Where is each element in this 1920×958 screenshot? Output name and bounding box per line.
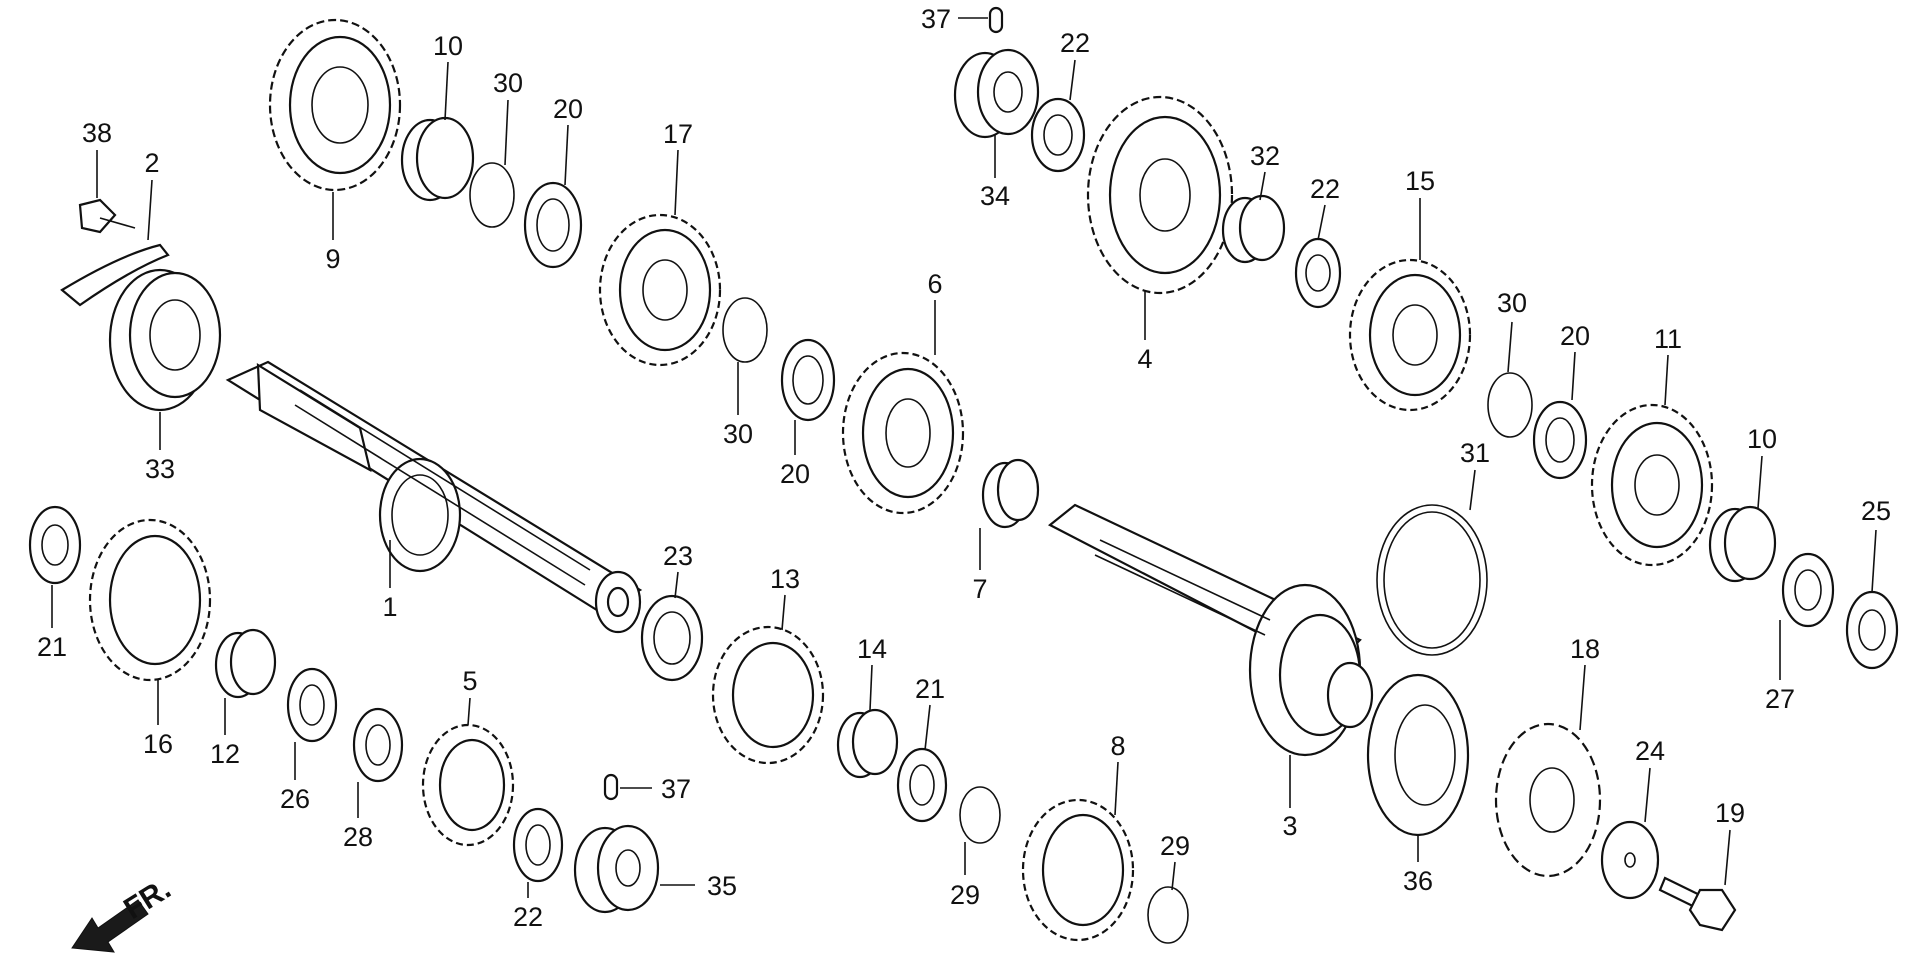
main-shaft-part bbox=[225, 360, 643, 634]
callout-label: 15 bbox=[1405, 166, 1435, 196]
callout-label: 35 bbox=[707, 871, 737, 901]
dowel-pin-37-top-part bbox=[988, 6, 1004, 34]
callout-label: 4 bbox=[1137, 344, 1152, 374]
needle-bearing-32-part bbox=[1221, 194, 1286, 264]
bolt-19-part bbox=[1658, 876, 1737, 932]
callout-label: 37 bbox=[661, 774, 691, 804]
callout-label: 23 bbox=[663, 541, 693, 571]
callout-label: 26 bbox=[280, 784, 310, 814]
bracket-2-part bbox=[60, 243, 170, 307]
callout-label: 30 bbox=[493, 68, 523, 98]
callout-label: 2 bbox=[144, 148, 159, 178]
gear-16-part bbox=[88, 518, 212, 682]
washer-21-left-part bbox=[28, 505, 82, 585]
gear-13-part bbox=[711, 625, 825, 765]
callout-label: 37 bbox=[921, 4, 951, 34]
callout-label: 16 bbox=[143, 729, 173, 759]
oil-seal-36-part bbox=[1366, 673, 1470, 837]
callout-label: 8 bbox=[1110, 731, 1125, 761]
circlip-30-part bbox=[469, 162, 515, 228]
callout-label: 12 bbox=[210, 739, 240, 769]
front-direction-arrow: FR. bbox=[71, 872, 177, 953]
callout-label: 34 bbox=[980, 181, 1010, 211]
callout-label: 14 bbox=[857, 634, 887, 664]
callout-label: 6 bbox=[927, 269, 942, 299]
callout-label: 20 bbox=[1560, 321, 1590, 351]
washer-25-part bbox=[1845, 590, 1899, 670]
lock-washer-26-part bbox=[286, 667, 338, 743]
callout-label: 20 bbox=[553, 94, 583, 124]
callout-label: 36 bbox=[1403, 866, 1433, 896]
needle-bearing-10-part bbox=[400, 116, 475, 202]
gear-6-part bbox=[841, 351, 965, 515]
gear-17-part bbox=[598, 213, 722, 367]
callout-label: 22 bbox=[1060, 28, 1090, 58]
circlip-29-bottom-part bbox=[1147, 886, 1189, 944]
bearing-34-part bbox=[953, 48, 1040, 139]
callout-label: 21 bbox=[915, 674, 945, 704]
gear-8-part bbox=[1021, 798, 1135, 942]
countershaft-part bbox=[1047, 503, 1374, 757]
washer-20-part bbox=[523, 181, 583, 269]
callout-label: 3 bbox=[1282, 811, 1297, 841]
callout-label: 17 bbox=[663, 119, 693, 149]
lock-washer-27-part bbox=[1781, 552, 1835, 628]
callout-label: 38 bbox=[82, 118, 112, 148]
washer-23-part bbox=[640, 594, 704, 682]
callout-label: 13 bbox=[770, 564, 800, 594]
plate-24-part bbox=[1600, 820, 1660, 900]
washer-20-right-part bbox=[1532, 400, 1588, 480]
gear-15-part bbox=[1348, 258, 1472, 412]
callout-labels: 37 22 34 4 32 22 15 30 20 11 10 25 bbox=[37, 4, 1891, 932]
callout-label: 19 bbox=[1715, 798, 1745, 828]
bearing-33-part bbox=[108, 268, 222, 412]
callout-label: 1 bbox=[382, 592, 397, 622]
gear-5-part bbox=[421, 723, 515, 847]
callout-label: 24 bbox=[1635, 736, 1665, 766]
gear-11-part bbox=[1590, 403, 1714, 567]
callout-label: 31 bbox=[1460, 438, 1490, 468]
washer-22-part bbox=[1294, 237, 1342, 309]
washer-22-top-part bbox=[1030, 97, 1086, 173]
bushing-7-part bbox=[981, 458, 1040, 529]
needle-bearing-12-part bbox=[214, 628, 277, 699]
callout-label: 28 bbox=[343, 822, 373, 852]
callout-label: 33 bbox=[145, 454, 175, 484]
washer-22-bottom-part bbox=[512, 807, 564, 883]
callout-label: 22 bbox=[1310, 174, 1340, 204]
circlip-29-part bbox=[959, 786, 1001, 844]
callout-label: 29 bbox=[1160, 831, 1190, 861]
sprocket-18-part bbox=[1494, 722, 1602, 878]
circlip-30-right-part bbox=[1487, 372, 1533, 438]
callout-label: 27 bbox=[1765, 684, 1795, 714]
callout-label: 11 bbox=[1654, 324, 1682, 354]
callout-label: 10 bbox=[1747, 424, 1777, 454]
washer-20-lower-part bbox=[780, 338, 836, 422]
callout-label: 5 bbox=[462, 666, 477, 696]
needle-bearing-10-right-part bbox=[1708, 505, 1777, 583]
callout-label: 22 bbox=[513, 902, 543, 932]
callout-label: 10 bbox=[433, 31, 463, 61]
lock-washer-28-part bbox=[352, 707, 404, 783]
callout-label: 21 bbox=[37, 632, 67, 662]
bearing-35-part bbox=[573, 824, 660, 914]
circlip-30-lower-part bbox=[722, 297, 768, 363]
gear-4-part bbox=[1086, 95, 1234, 295]
callout-label: 18 bbox=[1570, 634, 1600, 664]
bushing-14-part bbox=[836, 708, 899, 779]
callout-label: 30 bbox=[1497, 288, 1527, 318]
washer-21-mid-part bbox=[896, 747, 948, 823]
ring-31-part bbox=[1376, 504, 1488, 656]
callout-label: 25 bbox=[1861, 496, 1891, 526]
callout-label: 7 bbox=[972, 574, 987, 604]
callout-label: 20 bbox=[780, 459, 810, 489]
bolt-38-part bbox=[78, 198, 136, 234]
callout-label: 9 bbox=[325, 244, 340, 274]
callout-label: 29 bbox=[950, 880, 980, 910]
callout-label: 30 bbox=[723, 419, 753, 449]
gear-9-part bbox=[268, 18, 402, 192]
dowel-pin-37-bottom-part bbox=[603, 773, 619, 801]
callout-label: 32 bbox=[1250, 141, 1280, 171]
